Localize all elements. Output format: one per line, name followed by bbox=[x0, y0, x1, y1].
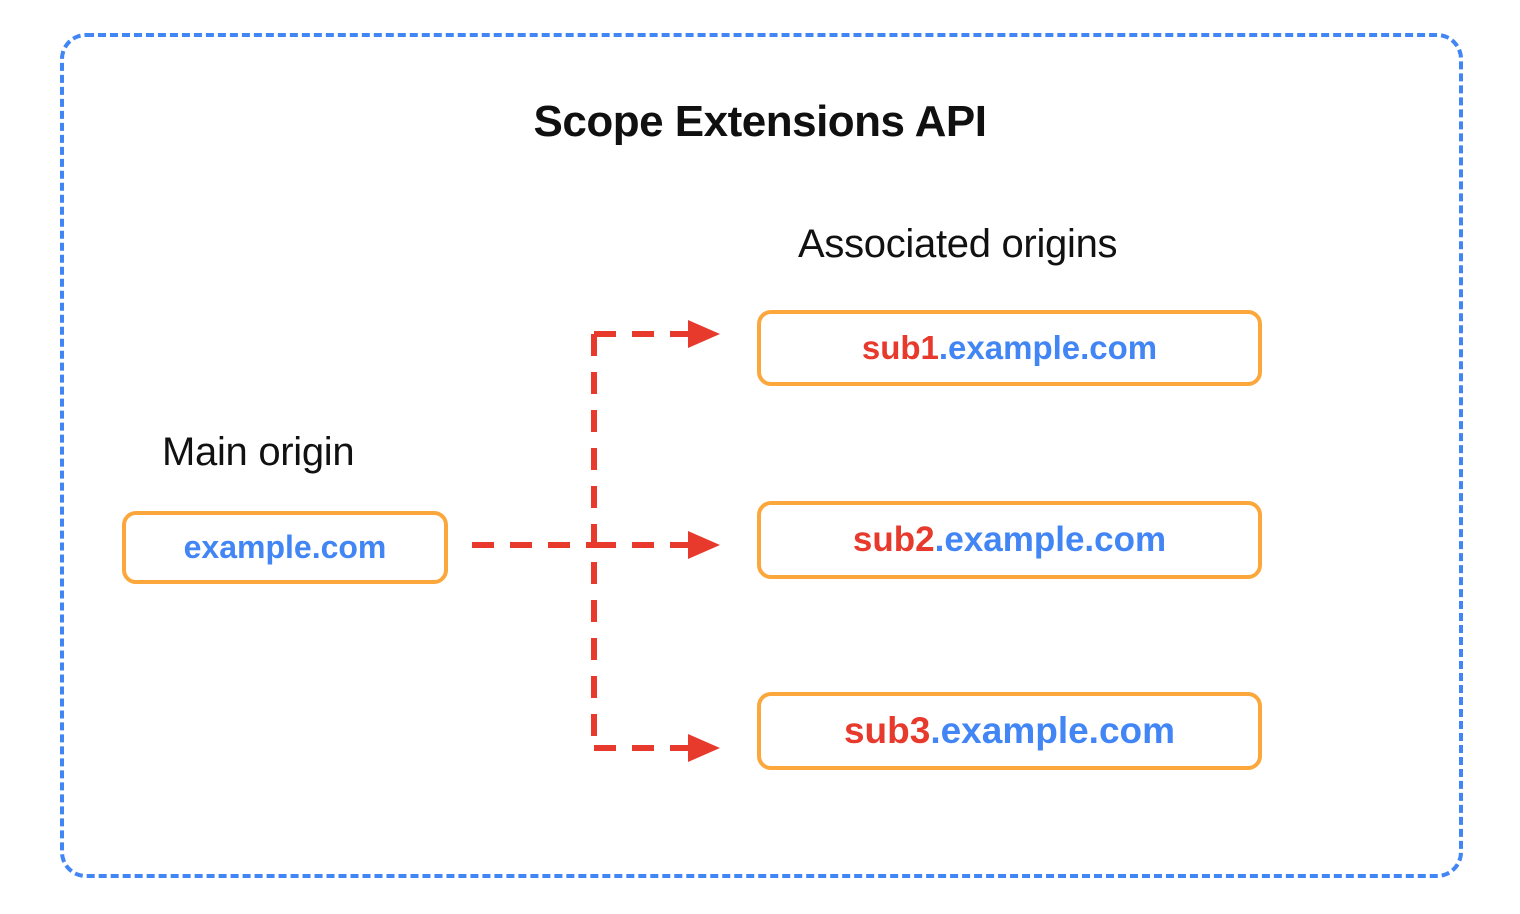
associated-origin-box-sub1[interactable]: sub1.example.com bbox=[757, 310, 1262, 386]
associated-origin-box-sub2[interactable]: sub2.example.com bbox=[757, 501, 1262, 579]
main-origin-label: Main origin bbox=[162, 430, 355, 474]
associated-origin-domain-2: .example.com bbox=[934, 520, 1167, 559]
page-title: Scope Extensions API bbox=[533, 97, 987, 146]
associated-origin-subdomain-1: sub1 bbox=[861, 329, 939, 366]
associated-origin-box-sub3[interactable]: sub3.example.com bbox=[757, 692, 1262, 770]
main-origin-box[interactable]: example.com bbox=[122, 511, 448, 584]
associated-origin-subdomain-2: sub2 bbox=[852, 520, 935, 559]
associated-origins-label: Associated origins bbox=[798, 222, 1118, 266]
associated-origin-domain-1: .example.com bbox=[938, 329, 1158, 366]
main-origin-domain: example.com bbox=[183, 529, 387, 565]
api-scope-container bbox=[60, 33, 1463, 878]
associated-origin-domain-3: .example.com bbox=[930, 710, 1176, 751]
associated-origin-subdomain-3: sub3 bbox=[843, 710, 931, 751]
